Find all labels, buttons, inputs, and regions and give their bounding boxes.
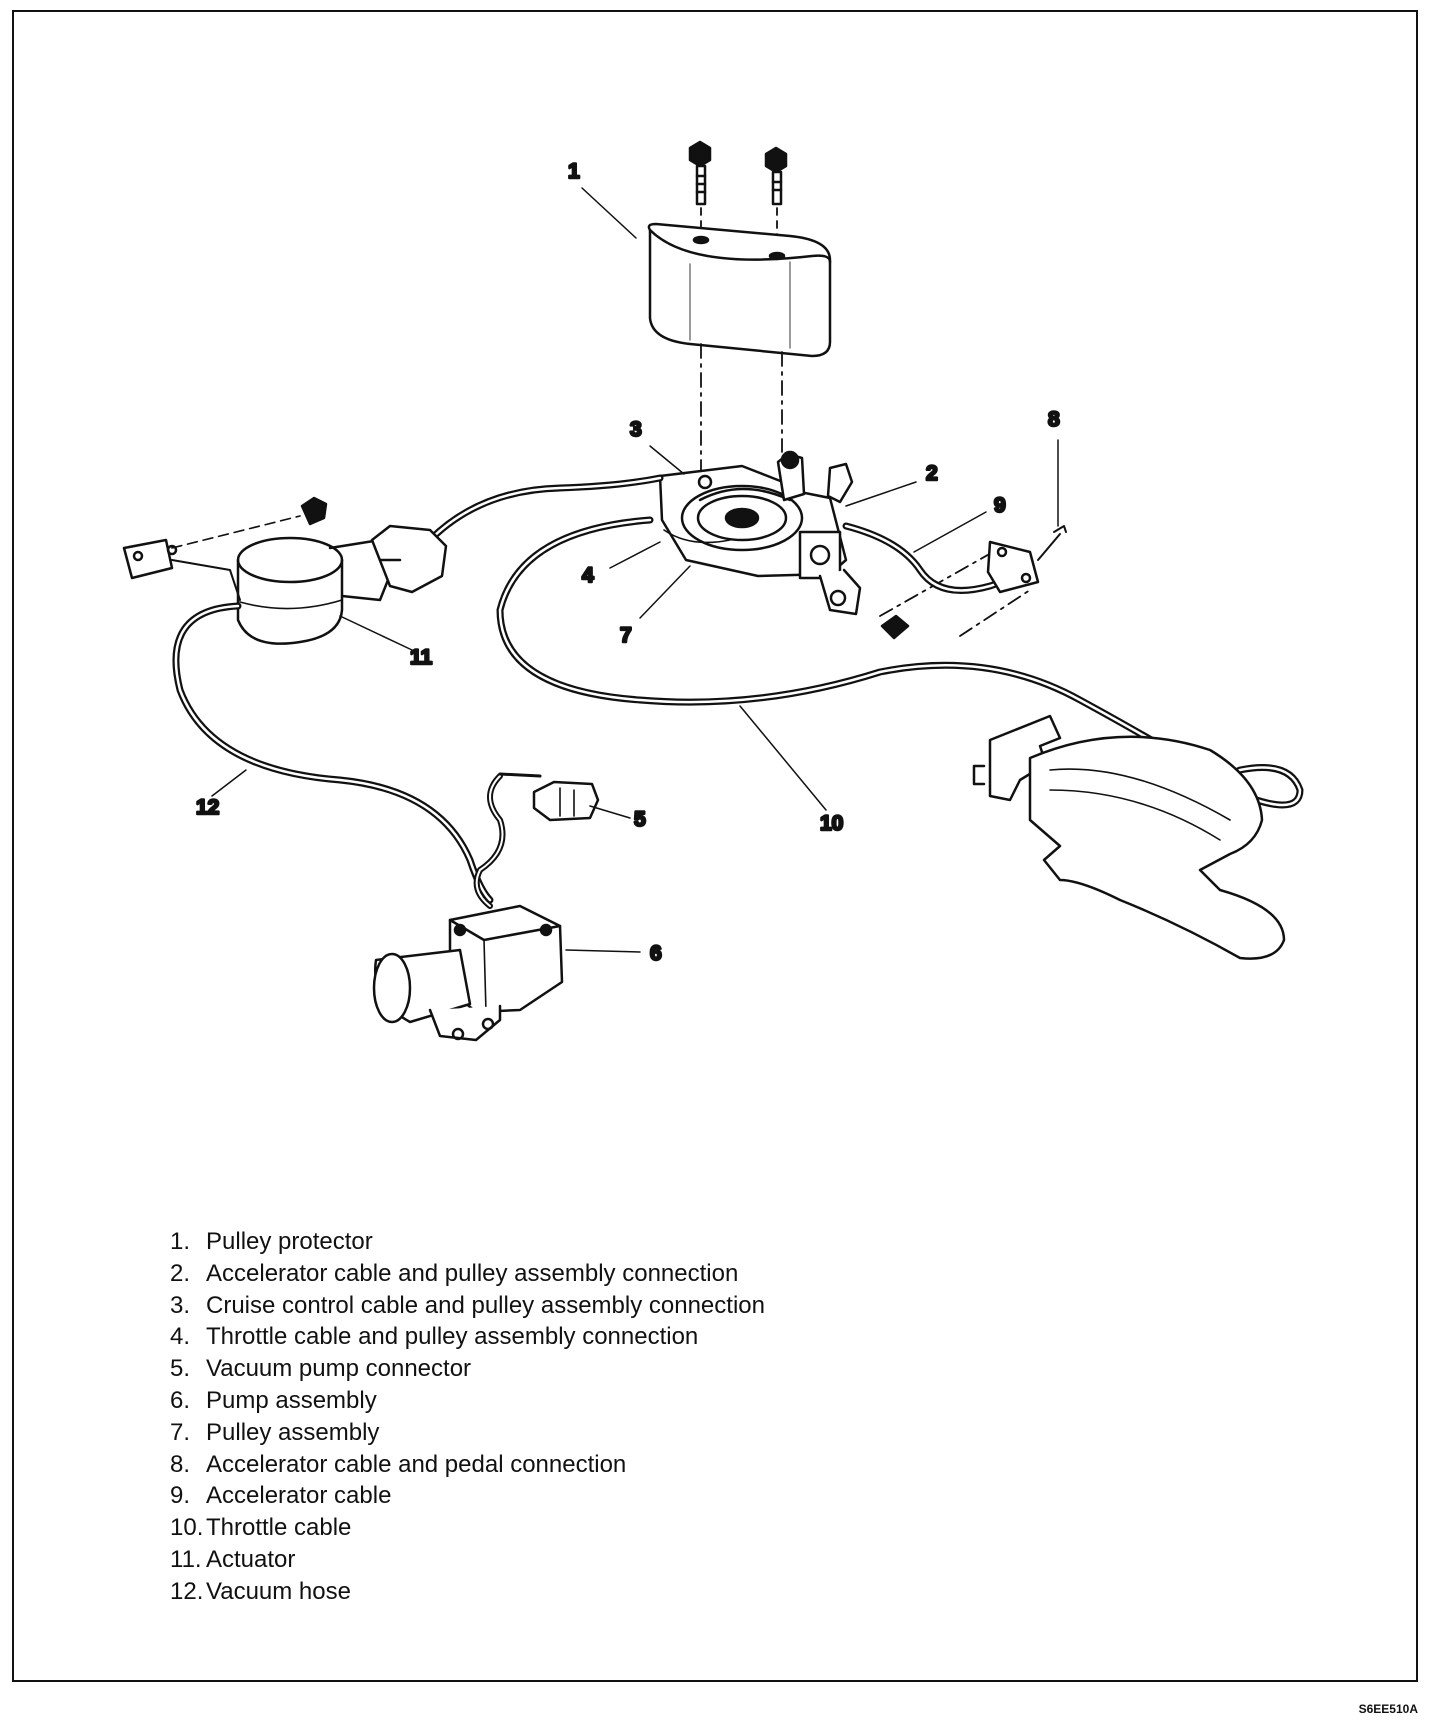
figure-frame — [12, 10, 1418, 1682]
legend-label: Accelerator cable and pedal connection — [206, 1450, 627, 1478]
legend-number: 1. — [170, 1228, 191, 1255]
callout-8: 8 — [1048, 408, 1060, 431]
legend-number: 7. — [170, 1418, 191, 1446]
cruise-control-cable — [426, 474, 664, 544]
legend-number: 5. — [170, 1355, 191, 1383]
legend-item: 2. Accelerator cable and pulley assembly … — [170, 1258, 765, 1290]
legend-item: 7. Pulley assembly — [170, 1417, 765, 1449]
legend-item: 5. Vacuum pump connector — [170, 1353, 765, 1385]
figure-id: S6EE510A — [1358, 1702, 1418, 1716]
parts-legend: 1. Pulley protector 2. Accelerator cable a… — [170, 1226, 765, 1608]
legend-item: 11.Actuator — [170, 1544, 765, 1576]
vacuum-pump-connector — [473, 772, 600, 909]
legend-number: 6. — [170, 1386, 191, 1414]
legend-number: 9. — [170, 1482, 191, 1510]
legend-number: 4. — [170, 1323, 191, 1351]
callout-7: 7 — [620, 624, 632, 647]
legend-number: 2. — [170, 1259, 191, 1287]
callout-10: 10 — [820, 812, 843, 835]
legend-item: 9. Accelerator cable — [170, 1480, 765, 1512]
legend-item: 4. Throttle cable and pulley assembly con… — [170, 1321, 765, 1353]
callout-11: 11 — [410, 646, 433, 669]
callout-9: 9 — [994, 494, 1006, 517]
vacuum-hose — [172, 602, 494, 904]
leader-lines — [211, 187, 1059, 953]
callout-1: 1 — [568, 160, 580, 183]
throttle-cable — [496, 516, 1304, 809]
assembly-guides — [700, 343, 1031, 637]
accelerator-cable — [842, 522, 1016, 594]
legend-label: Vacuum pump connector — [206, 1355, 472, 1383]
legend-number: 10. — [170, 1514, 204, 1542]
legend-item: 6. Pump assembly — [170, 1385, 765, 1417]
accelerator-pedal — [972, 714, 1286, 960]
legend-number: 8. — [170, 1450, 191, 1478]
pulley-protector — [647, 222, 832, 358]
legend-item: 3. Cruise control cable and pulley assemb… — [170, 1290, 765, 1322]
legend-item: 1. Pulley protector — [170, 1226, 765, 1258]
callout-3: 3 — [630, 418, 642, 441]
legend-label: Accelerator cable and pulley assembly co… — [206, 1259, 739, 1287]
legend-number: 3. — [170, 1291, 191, 1319]
callout-5: 5 — [634, 808, 646, 831]
callout-2: 2 — [926, 462, 938, 485]
legend-label: Pulley assembly — [206, 1418, 380, 1446]
legend-label: Accelerator cable — [206, 1482, 392, 1510]
pedal-connection — [880, 525, 1067, 640]
legend-number: 12. — [170, 1577, 204, 1605]
legend-label: Pump assembly — [206, 1386, 377, 1414]
callout-6: 6 — [650, 942, 662, 965]
protector-bolts — [688, 140, 788, 237]
legend-number: 11. — [170, 1545, 202, 1573]
pulley-assembly — [658, 450, 862, 616]
legend-label: Throttle cable — [206, 1514, 352, 1542]
pump-assembly — [372, 904, 564, 1042]
actuator — [122, 496, 448, 645]
legend-label: Throttle cable and pulley assembly conne… — [206, 1323, 699, 1351]
legend-label: Vacuum hose — [206, 1577, 351, 1605]
legend-label: Cruise control cable and pulley assembly… — [206, 1291, 765, 1319]
legend-label: Pulley protector — [206, 1228, 373, 1255]
legend-item: 10.Throttle cable — [170, 1512, 765, 1544]
callout-12: 12 — [196, 796, 219, 819]
legend-item: 8. Accelerator cable and pedal connection — [170, 1449, 765, 1481]
legend-label: Actuator — [206, 1545, 296, 1573]
callout-4: 4 — [582, 564, 594, 587]
legend-item: 12.Vacuum hose — [170, 1576, 765, 1608]
